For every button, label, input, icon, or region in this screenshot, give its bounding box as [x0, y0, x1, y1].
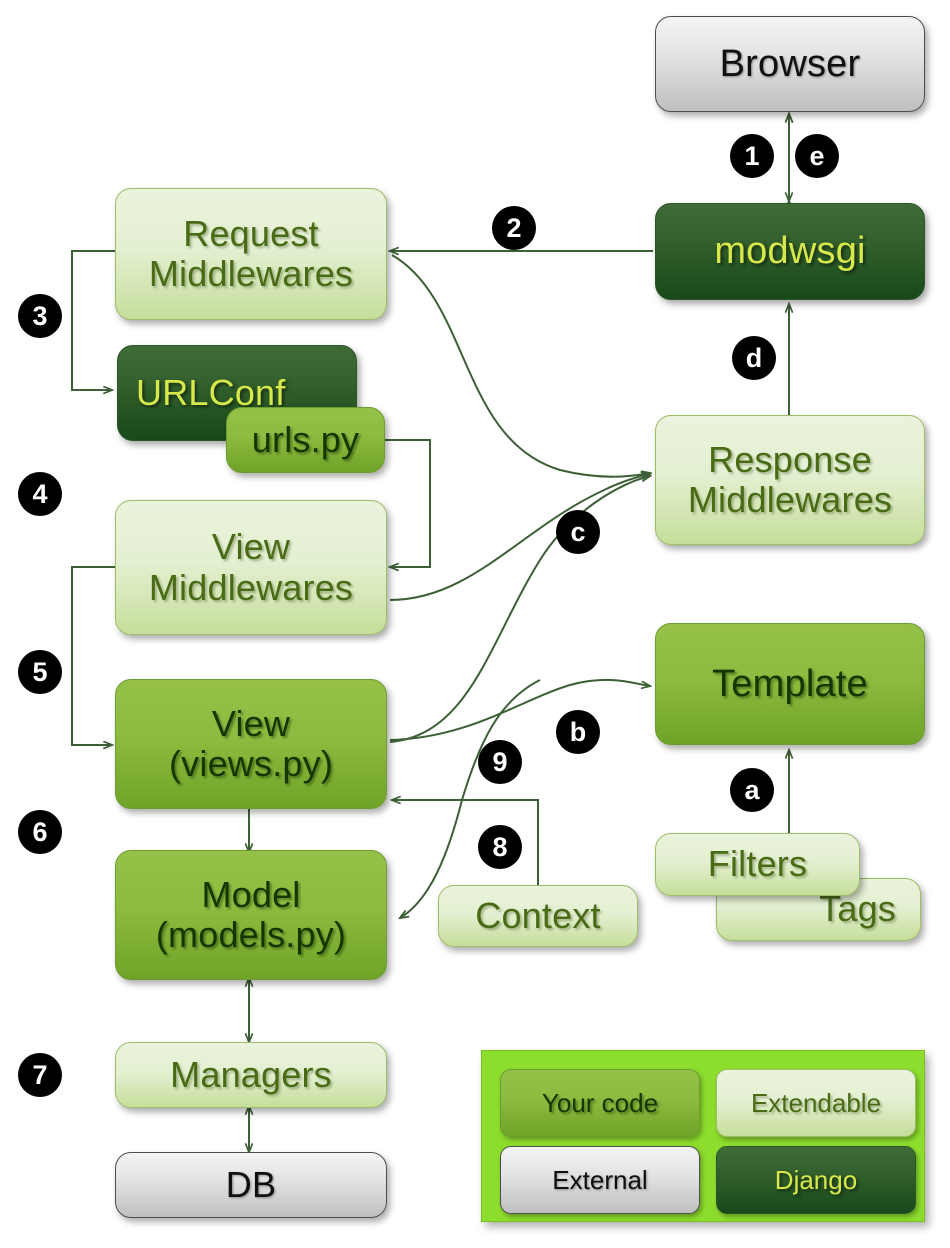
badge-step-c: c	[556, 510, 600, 554]
node-urls-py[interactable]: urls.py	[226, 407, 385, 473]
arrow-view-middlewares-response-middlewares	[389, 474, 650, 601]
arrow-view-template	[389, 678, 650, 741]
node-template[interactable]: Template	[655, 623, 925, 745]
badge-step-4: 4	[18, 472, 62, 516]
badge-step-2: 2	[492, 206, 536, 250]
node-db[interactable]: DB	[115, 1152, 387, 1218]
badge-step-3: 3	[18, 294, 62, 338]
badge-step-a: a	[730, 768, 774, 812]
badge-step-9: 9	[478, 740, 522, 784]
node-view-middlewares[interactable]: View Middlewares	[115, 500, 387, 635]
node-browser[interactable]: Browser	[655, 16, 925, 112]
arrow-request-middlewares-urlconf	[71, 250, 115, 390]
node-view[interactable]: View (views.py)	[115, 679, 387, 809]
badge-step-5: 5	[18, 650, 62, 694]
badge-step-d: d	[732, 336, 776, 380]
node-managers[interactable]: Managers	[115, 1042, 387, 1108]
badge-step-b: b	[556, 710, 600, 754]
arrow-request-middlewares-response-middlewares	[391, 254, 650, 477]
badge-step-e: e	[795, 134, 839, 178]
legend-item-external: External	[500, 1146, 700, 1214]
legend-item-your-code: Your code	[500, 1069, 700, 1137]
badge-step-1: 1	[730, 134, 774, 178]
node-modwsgi[interactable]: modwsgi	[655, 203, 925, 300]
legend: Your code Extendable External Django	[481, 1050, 925, 1222]
legend-item-extendable: Extendable	[716, 1069, 916, 1137]
node-response-middlewares[interactable]: Response Middlewares	[655, 415, 925, 545]
legend-item-django: Django	[716, 1146, 916, 1214]
arrow-view-middlewares-view	[71, 566, 115, 745]
arrow-context-model	[400, 679, 541, 918]
node-filters[interactable]: Filters	[655, 833, 860, 896]
badge-step-7: 7	[18, 1053, 62, 1097]
node-model[interactable]: Model (models.py)	[115, 850, 387, 980]
arrow-urlspy-view-middlewares	[385, 439, 431, 567]
node-request-middlewares[interactable]: Request Middlewares	[115, 188, 387, 320]
node-context[interactable]: Context	[438, 885, 638, 947]
badge-step-6: 6	[18, 810, 62, 854]
badge-step-8: 8	[478, 825, 522, 869]
arrow-view-response-middlewares	[389, 476, 650, 743]
